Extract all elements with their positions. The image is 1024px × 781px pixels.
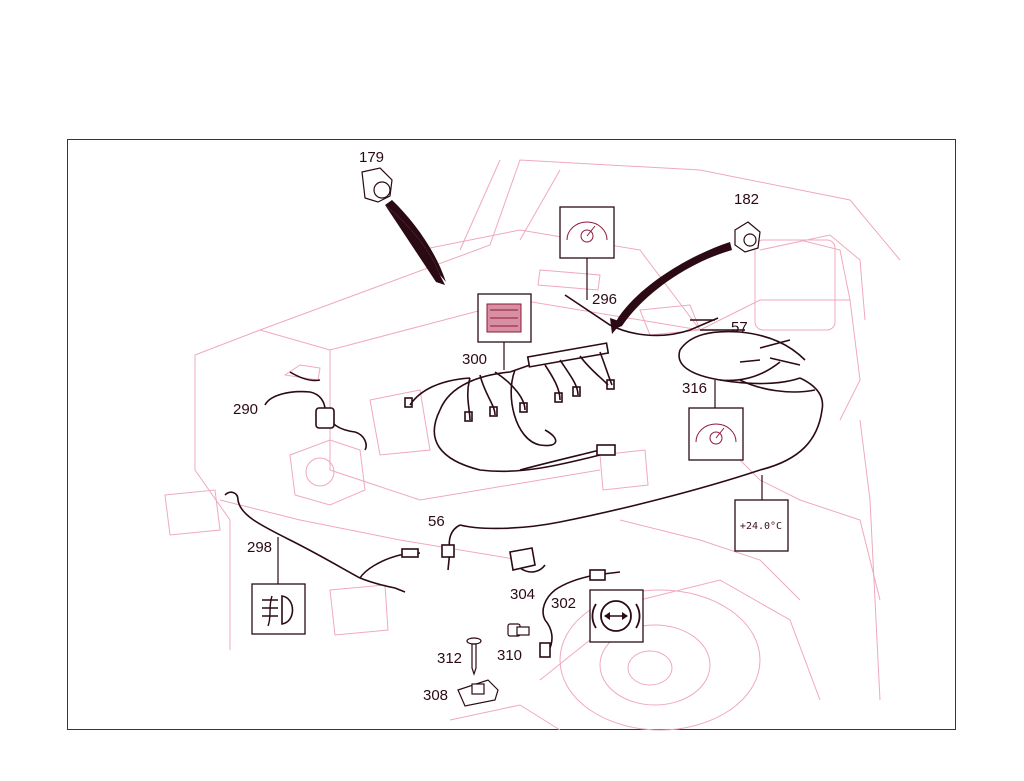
fog-lamp-icon [251, 583, 306, 635]
part-312-bolt [466, 637, 482, 676]
callout-310: 310 [497, 647, 523, 664]
part-179-grommet [361, 167, 393, 203]
temperature-gauge-icon [559, 206, 615, 259]
callout-298: 298 [247, 539, 273, 556]
wiring-harness [224, 294, 824, 658]
part-310-screw [507, 623, 530, 637]
part-308-holder [457, 679, 499, 707]
temperature-readout-icon: +24.0°C [734, 499, 789, 552]
indicator-arrows [385, 200, 732, 334]
part-182-clip [734, 221, 761, 253]
callout-316: 316 [682, 380, 708, 397]
heater-gauge-icon [688, 407, 744, 461]
callout-304: 304 [510, 586, 536, 603]
diagram-frame [67, 139, 956, 730]
background-vehicle-outline [164, 159, 901, 731]
callout-296: 296 [592, 291, 618, 308]
callout-290: 290 [233, 401, 259, 418]
temperature-readout-text: +24.0°C [740, 521, 782, 532]
callout-182: 182 [734, 191, 760, 208]
engine-icon [477, 293, 532, 343]
brake-wear-icon [589, 589, 644, 643]
callout-179: 179 [359, 149, 385, 166]
callout-302: 302 [551, 595, 577, 612]
callout-57: 57 [731, 319, 748, 336]
callout-312: 312 [437, 650, 463, 667]
callout-300: 300 [462, 351, 488, 368]
callout-56: 56 [428, 513, 445, 530]
callout-308: 308 [423, 687, 449, 704]
